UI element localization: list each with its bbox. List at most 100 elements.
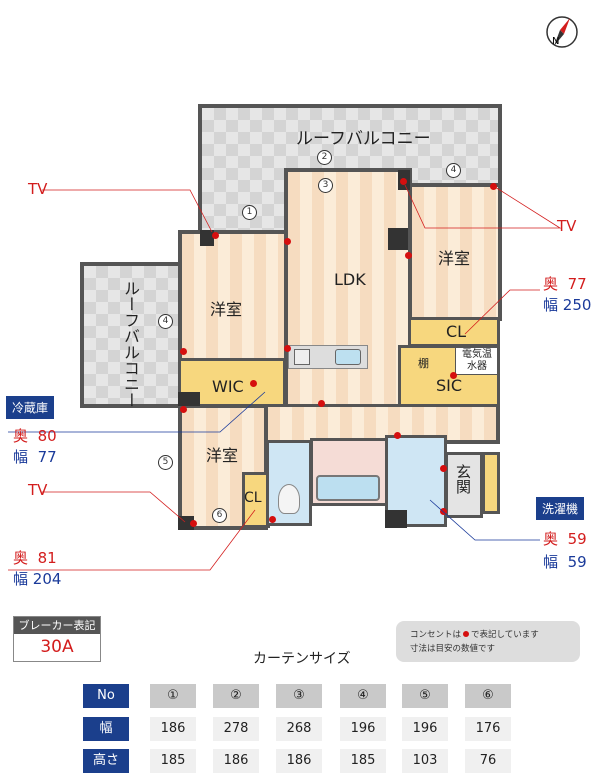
outlet-marker: [180, 406, 187, 413]
outlet-marker: [212, 232, 219, 239]
curtain-height-cell: 185: [340, 749, 386, 773]
breaker-value: 30A: [40, 637, 74, 657]
depth-label: 奥: [13, 549, 29, 567]
curtain-width-cell: 278: [213, 717, 259, 741]
curtain-number-cell: ③: [276, 684, 322, 708]
wic-label: WIC: [212, 377, 244, 396]
outlet-marker: [190, 520, 197, 527]
sic-label: SIC: [436, 376, 463, 395]
curtain-width-cell: 268: [276, 717, 322, 741]
window-number-5: 5: [158, 455, 173, 470]
ldk-label: LDK: [334, 270, 366, 289]
leader-lines: [8, 184, 562, 571]
curtain-height-cell: 185: [150, 749, 196, 773]
row-header-height: 高さ: [83, 749, 129, 773]
row-header-width: 幅: [83, 717, 129, 741]
curtain-height-cell: 103: [402, 749, 448, 773]
window-number-4-left: 4: [158, 314, 173, 329]
window-number-3: 3: [318, 178, 333, 193]
right-room-width: 幅 250: [543, 294, 591, 315]
washer-tag: 洗濯機: [536, 497, 585, 520]
fridge-width: 幅 77: [13, 446, 57, 467]
fridge-tag: 冷蔵庫: [6, 396, 55, 419]
width-value: 77: [37, 448, 57, 466]
window-number-4: 4: [446, 163, 461, 178]
western-room-bottom-label: 洋室: [206, 446, 239, 465]
outlet-marker: [490, 183, 497, 190]
toilet-bowl-icon: [278, 484, 300, 514]
bathtub: [316, 475, 380, 501]
roof-balcony-left-label: ルーフバルコニー: [121, 280, 140, 408]
window-number-1: 1: [242, 205, 257, 220]
curtain-width-cell: 196: [402, 717, 448, 741]
width-label: 幅: [13, 448, 29, 466]
depth-label: 奥: [543, 530, 559, 548]
outlet-marker: [405, 252, 412, 259]
note-box: コンセントはで表記しています 寸法は目安の数値です: [396, 621, 580, 662]
shelf-label: 棚: [418, 357, 429, 370]
compass-icon: N: [544, 14, 580, 50]
water-heater-label: 電気温水器: [462, 349, 492, 372]
curtain-number-cell: ⑤: [402, 684, 448, 708]
depth-value: 80: [37, 427, 57, 445]
outlet-marker: [250, 380, 257, 387]
kitchen-counter: [288, 345, 368, 369]
western-room-right: [408, 183, 502, 321]
bottom-room-width: 幅 204: [13, 568, 61, 589]
width-value: 59: [567, 553, 587, 571]
curtain-width-cell: 196: [340, 717, 386, 741]
curtain-number-cell: ⑥: [465, 684, 511, 708]
outlet-marker: [440, 465, 447, 472]
outlet-marker: [318, 400, 325, 407]
tv-label-bottom-left: TV: [28, 481, 48, 499]
fridge-depth: 奥 80: [13, 425, 57, 446]
pillar: [200, 230, 214, 246]
note-line1-b: で表記しています: [471, 630, 539, 640]
row-header-number: No: [83, 684, 129, 708]
width-label: 幅: [543, 553, 559, 571]
closet-right-label: CL: [446, 322, 467, 341]
curtain-width-cell: 176: [465, 717, 511, 741]
outlet-marker: [400, 178, 407, 185]
curtain-height-cell: 186: [276, 749, 322, 773]
washer-depth: 奥 59: [543, 528, 587, 549]
breaker-title: ブレーカー表記: [14, 617, 100, 634]
pillar: [178, 392, 200, 406]
tv-label-top-left: TV: [28, 180, 48, 198]
outlet-marker: [450, 372, 457, 379]
curtain-number-cell: ④: [340, 684, 386, 708]
pillar: [385, 510, 407, 528]
washer-width: 幅 59: [543, 551, 587, 572]
outlet-marker: [180, 348, 187, 355]
window-number-6: 6: [212, 508, 227, 523]
western-room-left-label: 洋室: [210, 300, 243, 319]
curtain-title: カーテンサイズ: [253, 651, 351, 667]
outlet-marker: [269, 516, 276, 523]
tv-label-right: TV: [557, 217, 577, 235]
outlet-marker: [284, 238, 291, 245]
curtain-height-cell: 186: [213, 749, 259, 773]
outlet-legend-icon: [463, 631, 470, 637]
western-room-right-label: 洋室: [438, 249, 471, 268]
window-number-2: 2: [317, 150, 332, 165]
note-line1-a: コンセントは: [410, 630, 462, 640]
depth-value: 81: [37, 549, 57, 567]
shoe-cabinet: [482, 452, 500, 514]
depth-value: 77: [567, 275, 587, 293]
water-heater: [455, 347, 498, 375]
width-label: 幅: [13, 570, 29, 588]
curtain-width-cell: 186: [150, 717, 196, 741]
curtain-height-cell: 76: [465, 749, 511, 773]
width-value: 204: [32, 570, 62, 588]
curtain-number-cell: ②: [213, 684, 259, 708]
depth-value: 59: [567, 530, 587, 548]
width-value: 250: [562, 296, 592, 314]
sink-icon: [335, 349, 361, 365]
width-label: 幅: [543, 296, 559, 314]
outlet-marker: [394, 432, 401, 439]
depth-label: 奥: [13, 427, 29, 445]
closet-bottom-label: CL: [244, 490, 262, 506]
bottom-room-depth: 奥 81: [13, 547, 57, 568]
entrance: [445, 452, 483, 518]
